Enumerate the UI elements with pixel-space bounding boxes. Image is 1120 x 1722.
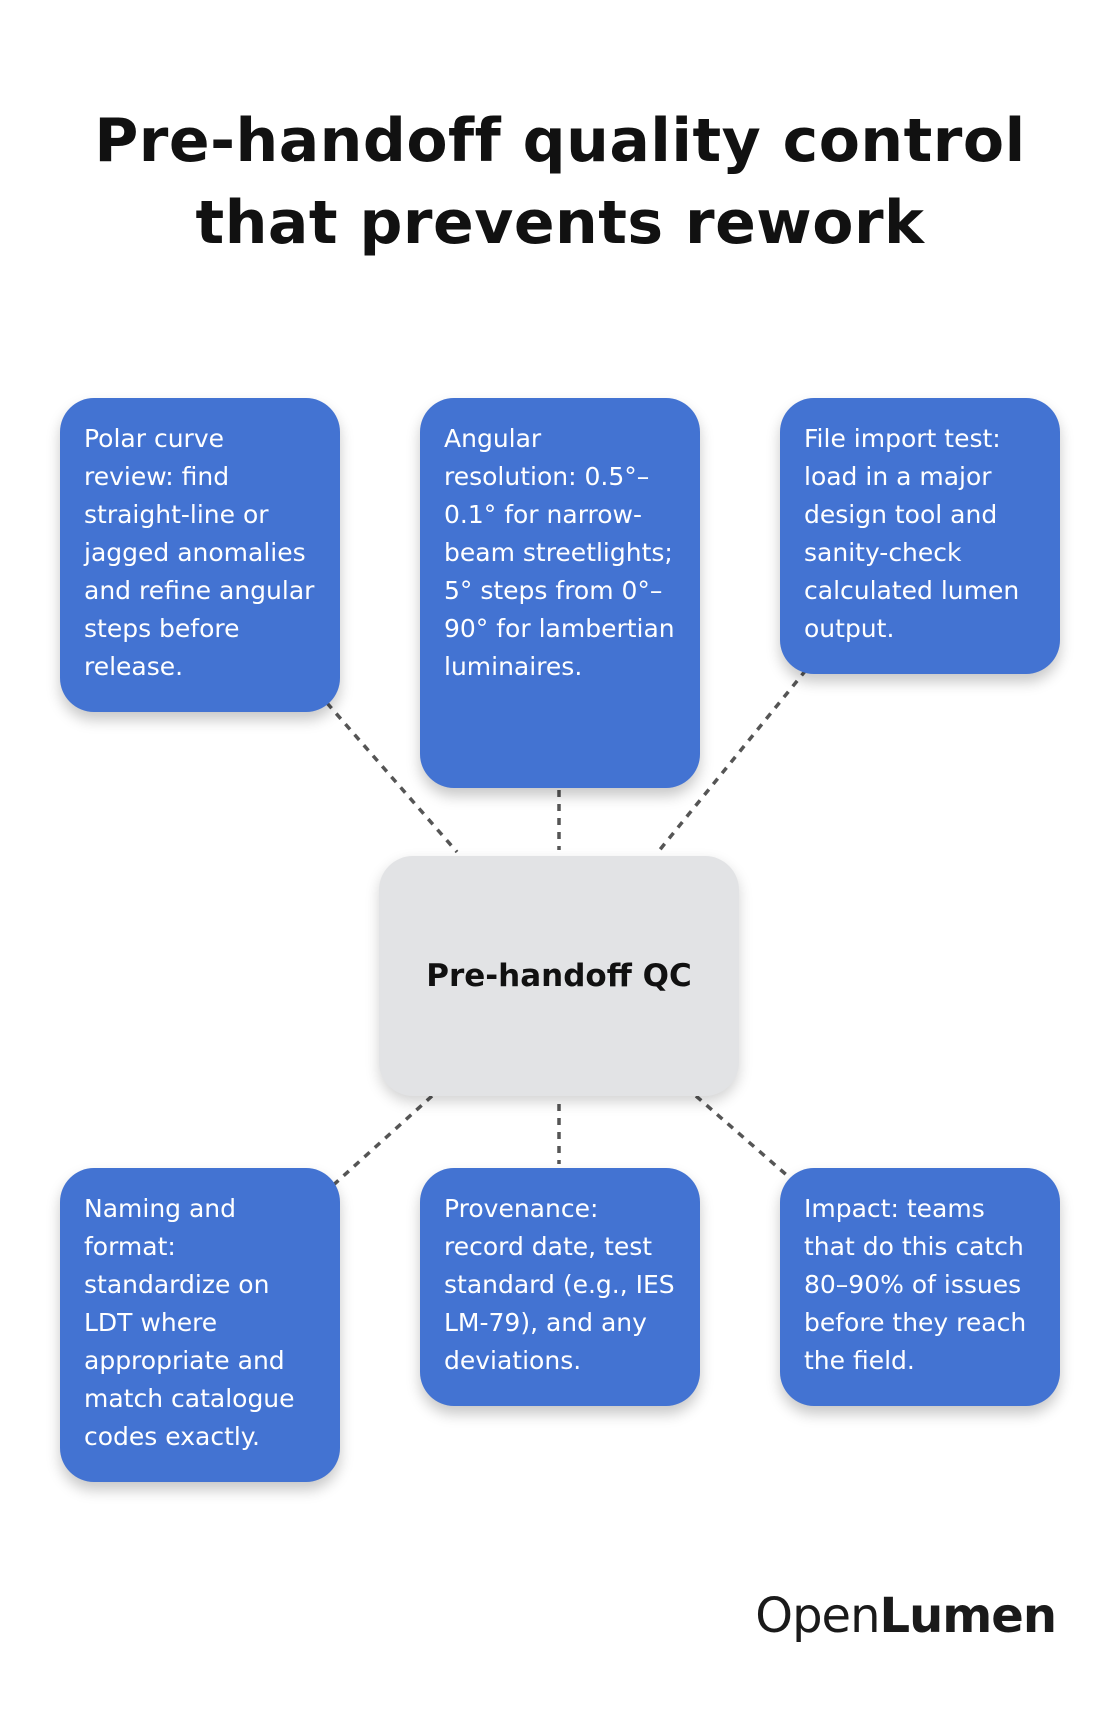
card-file-import-test: File import test: load in a major design… [780,398,1060,674]
logo-part-open: Open [755,1588,880,1644]
card-text: Polar curve review: find straight-line o… [84,424,315,681]
card-polar-curve-review: Polar curve review: find straight-line o… [60,398,340,712]
card-text: Impact: teams that do this catch 80–90% … [804,1194,1027,1375]
logo-part-lumen: Lumen [879,1588,1057,1644]
card-naming-and-format: Naming and format: standardize on LDT wh… [60,1168,340,1482]
title-line-1: Pre-handoff quality control [94,106,1026,176]
card-text: File import test: load in a major design… [804,424,1020,643]
center-node: Pre-handoff QC [379,856,739,1096]
page-title: Pre-handoff quality control that prevent… [0,100,1120,264]
card-provenance: Provenance: record date, test standard (… [420,1168,700,1406]
title-line-2: that prevents rework [195,188,925,258]
center-label: Pre-handoff QC [426,958,692,994]
connector-bottom-right [694,1094,792,1180]
card-text: Naming and format: standardize on LDT wh… [84,1194,295,1451]
connector-bottom-left [328,1094,434,1190]
connector-top-left [325,701,459,854]
card-impact: Impact: teams that do this catch 80–90% … [780,1168,1060,1406]
card-angular-resolution: Angular resolution: 0.5°–0.1° for narrow… [420,398,700,788]
openlumen-logo: OpenLumen [755,1588,1057,1644]
card-text: Angular resolution: 0.5°–0.1° for narrow… [444,424,675,681]
connector-top-right [656,668,808,854]
card-text: Provenance: record date, test standard (… [444,1194,675,1375]
